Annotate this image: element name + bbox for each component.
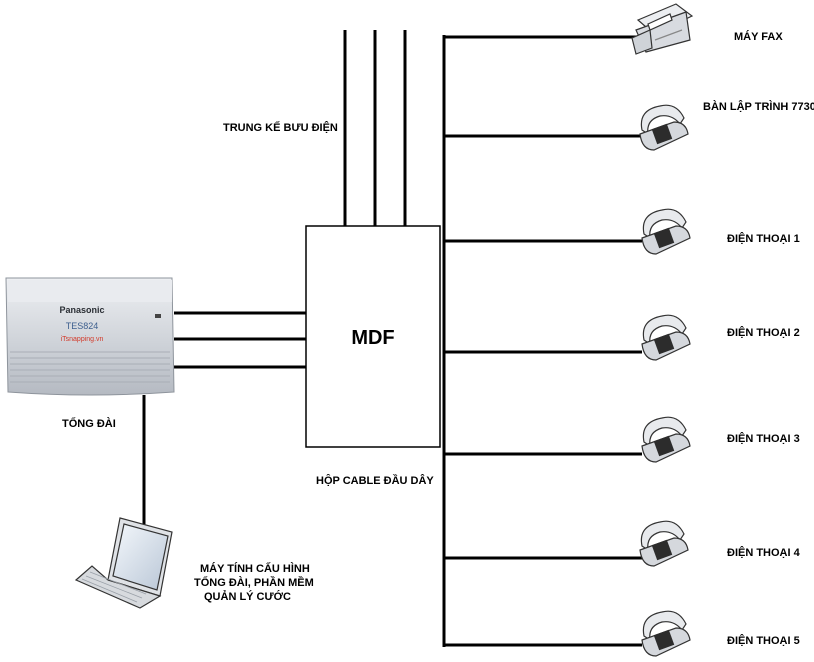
telephone-icon [639,104,689,151]
mdf-box [305,225,441,448]
fax-icon [631,3,694,55]
telephone-icon [639,520,689,567]
mdf-caption: HỘP CABLE ĐẦU DÂY [316,474,434,487]
pbx-unit: Panasonic TES824 iTsnapping.vn [5,277,175,396]
laptop-icon [74,517,173,609]
device-label-phone-4: ĐIỆN THOẠI 4 [727,546,801,559]
computer-label: MÁY TÍNH CẤU HÌNH TỔNG ĐÀI, PHẦN MỀM QUẢ… [194,562,317,603]
telephone-icon [641,610,691,657]
computer-label-line: QUẢN LÝ CƯỚC [204,590,291,603]
computer-label-line: TỔNG ĐÀI, PHẦN MỀM [194,576,314,589]
pbx-brand: Panasonic [59,305,104,315]
pbx-watermark: iTsnapping.vn [61,336,104,343]
computer-label-line: MÁY TÍNH CẤU HÌNH [200,562,310,575]
extension-lines [443,35,642,647]
device-label-programming: BÀN LẬP TRÌNH 7730 [703,100,814,113]
device-label-phone-1: ĐIỆN THOẠI 1 [727,232,800,245]
pbx-label: TỔNG ĐÀI [62,417,116,430]
telephone-icon [641,314,691,361]
telephone-icon [641,416,691,463]
device-label-phone-3: ĐIỆN THOẠI 3 [727,432,800,445]
device-label-phone-2: ĐIỆN THOẠI 2 [727,326,800,339]
mdf-label: MDF [351,327,394,349]
trunk-lines [343,30,407,226]
device-label-phone-5: ĐIỆN THOẠI 5 [727,634,800,647]
trunk-label: TRUNG KẾ BƯU ĐIỆN [223,121,338,134]
pbx-status-led [155,314,161,318]
pbx-model: TES824 [66,321,99,331]
telephone-icon [641,208,691,255]
device-label-fax: MÁY FAX [734,30,783,43]
pbx-mdf-lines [174,311,306,369]
